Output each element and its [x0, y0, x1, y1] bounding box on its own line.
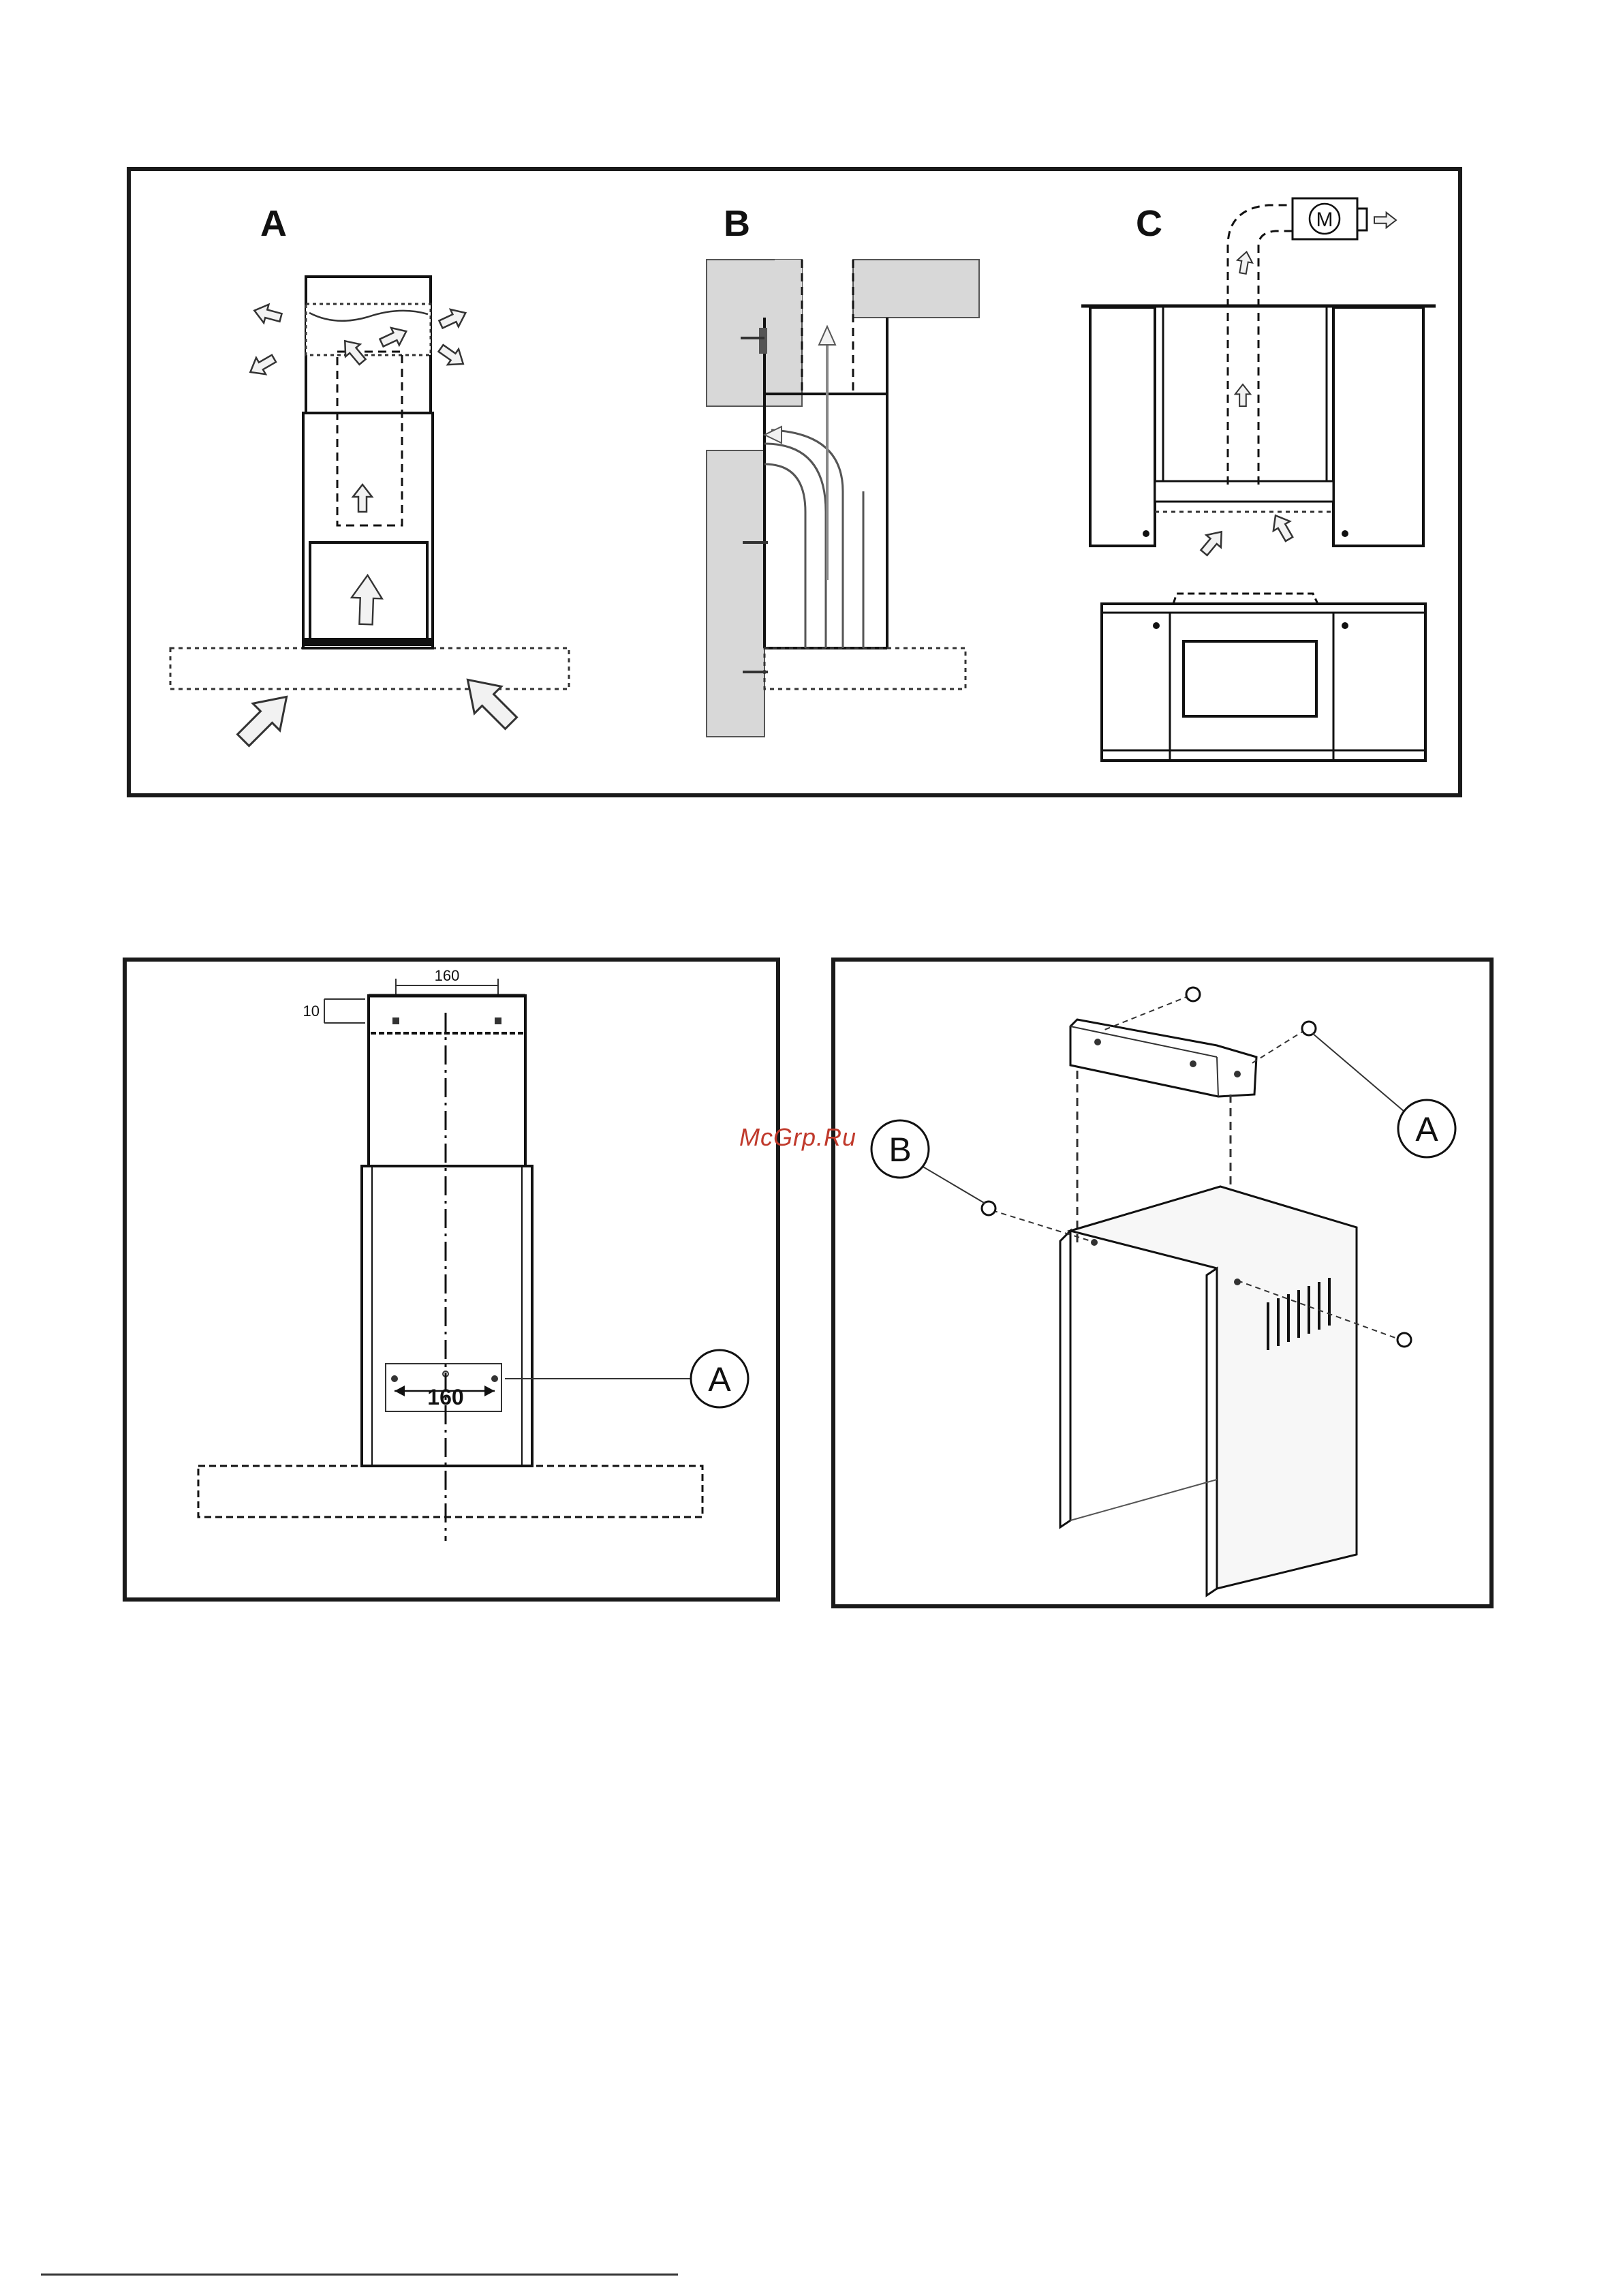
figure-label-c: C — [1136, 203, 1162, 244]
callout-b-right: B — [888, 1131, 911, 1169]
recirculation-diagram — [170, 277, 569, 754]
wall-exhaust-diagram — [707, 260, 979, 737]
drilling-template-diagram: 160 10 160 — [127, 962, 784, 1606]
footer-rule — [41, 2274, 678, 2276]
watermark-text: McGrp.Ru — [739, 1123, 856, 1152]
callout-a-right: A — [1415, 1110, 1438, 1148]
ventilation-modes-panel: A B C — [127, 167, 1462, 797]
motor-label: M — [1316, 209, 1333, 231]
external-motor-diagram: M — [1081, 198, 1436, 761]
dimension-side: 10 — [303, 1002, 320, 1020]
figure-label-b: B — [724, 203, 750, 244]
drilling-template-panel: 160 10 160 — [123, 958, 780, 1602]
dimension-top: 160 — [435, 967, 460, 984]
chimney-assembly-panel: A B — [831, 958, 1494, 1608]
ventilation-modes-diagram: A B C — [131, 171, 1466, 801]
figure-label-a: A — [260, 203, 287, 244]
callout-a-left: A — [708, 1360, 731, 1398]
chimney-assembly-diagram: A B — [835, 962, 1498, 1612]
